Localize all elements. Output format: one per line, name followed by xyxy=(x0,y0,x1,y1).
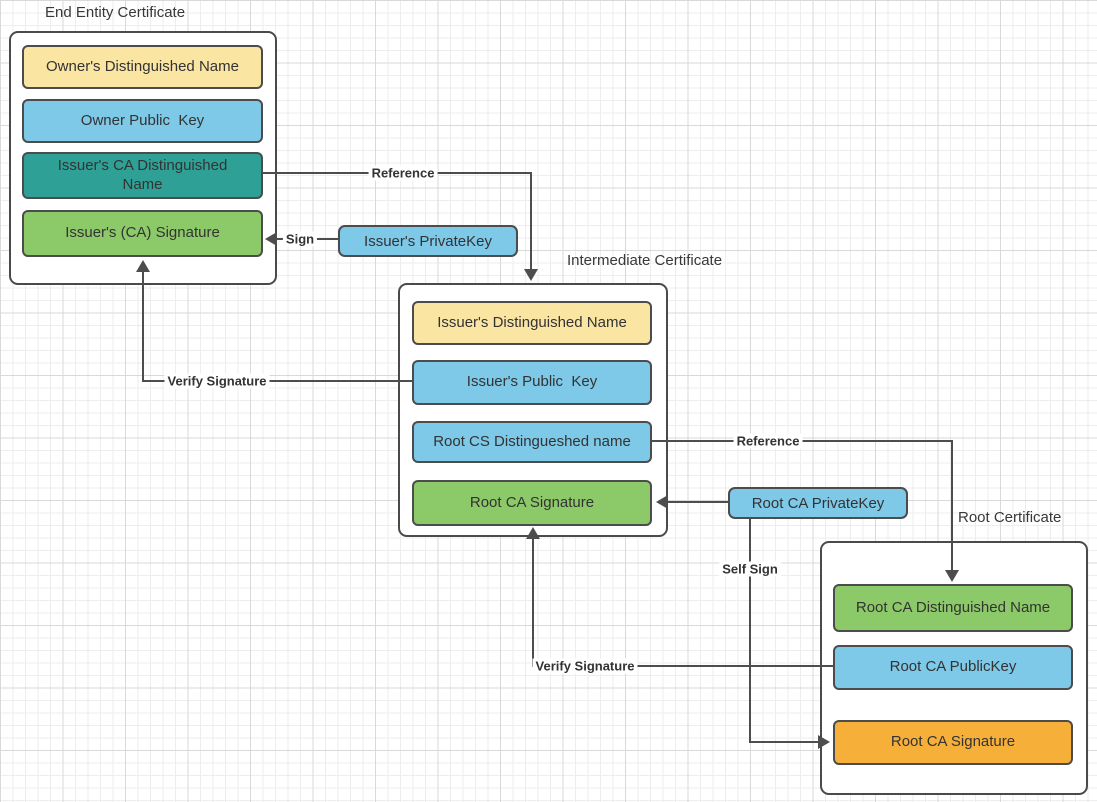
field-issuers-public-key: Issuer's Public Key xyxy=(412,360,652,405)
arrowhead-selfsign xyxy=(818,735,830,749)
field-root-cs-distingueshed-name: Root CS Distingueshed name xyxy=(412,421,652,463)
edge-rootsign-hline xyxy=(667,501,728,503)
field-issuers-distinguished-name: Issuer's Distinguished Name xyxy=(412,301,652,345)
arrowhead-verify2 xyxy=(526,527,540,539)
edge-selfsign-hline xyxy=(749,741,819,743)
intermediate-certificate-title: Intermediate Certificate xyxy=(567,252,723,269)
edge-label-reference1: Reference xyxy=(368,165,438,181)
field-issuers-ca-signature: Issuer's (CA) Signature xyxy=(22,210,263,257)
edge-reference2-hline xyxy=(652,440,953,442)
root-certificate-title: Root Certificate xyxy=(958,509,1062,526)
field-owner-public-key: Owner Public Key xyxy=(22,99,263,143)
edge-verify2-vline xyxy=(532,538,534,667)
edge-label-selfsign: Self Sign xyxy=(719,561,781,577)
field-root-ca-publickey: Root CA PublicKey xyxy=(833,645,1073,690)
issuers-privatekey-box: Issuer's PrivateKey xyxy=(338,225,518,257)
field-owners-distinguished-name: Owner's Distinguished Name xyxy=(22,45,263,89)
root-ca-privatekey-box: Root CA PrivateKey xyxy=(728,487,908,519)
edge-label-verify1: Verify Signature xyxy=(164,373,270,389)
arrowhead-sign xyxy=(265,232,277,246)
arrowhead-reference2 xyxy=(945,570,959,582)
arrowhead-verify1 xyxy=(136,260,150,272)
edge-verify1-hline xyxy=(143,380,412,382)
field-root-ca-signature-root: Root CA Signature xyxy=(833,720,1073,765)
edge-label-verify2: Verify Signature xyxy=(532,658,638,674)
field-root-ca-distinguished-name: Root CA Distinguished Name xyxy=(833,584,1073,632)
field-issuers-ca-distinguished-name: Issuer's CA Distinguished Name xyxy=(22,152,263,199)
edge-label-reference2: Reference xyxy=(733,433,803,449)
edge-verify1-vline xyxy=(142,271,144,382)
edge-verify2-hline xyxy=(533,665,833,667)
end-entity-certificate-title: End Entity Certificate xyxy=(45,4,186,21)
edge-reference2-vline xyxy=(951,440,953,571)
edge-label-sign: Sign xyxy=(282,231,318,247)
arrowhead-reference1 xyxy=(524,269,538,281)
field-root-ca-signature-intermediate: Root CA Signature xyxy=(412,480,652,526)
arrowhead-rootsign xyxy=(656,495,668,509)
edge-reference1-vline xyxy=(530,172,532,270)
edge-selfsign-vline xyxy=(749,519,751,743)
